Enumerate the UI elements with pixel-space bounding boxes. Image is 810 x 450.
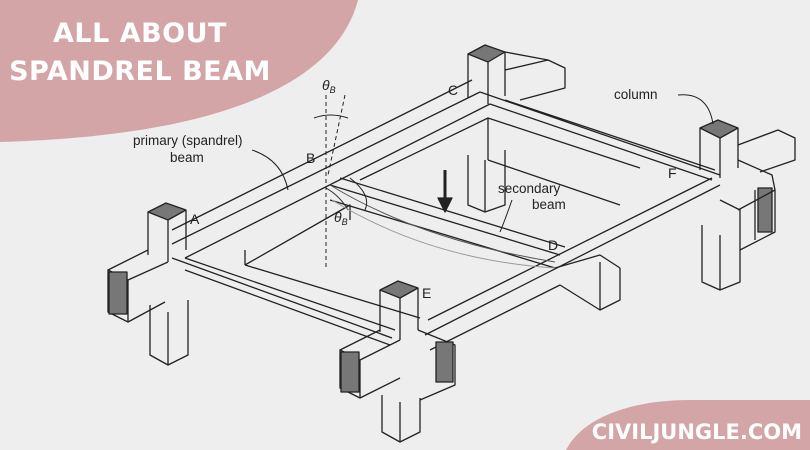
point-label-f: F <box>668 165 677 181</box>
secondary-leader <box>499 199 513 233</box>
primary-beam-label-line1: primary (spandrel) <box>133 133 243 148</box>
brand-watermark: CIVILJUNGLE.COM <box>591 420 802 444</box>
beam-c-f <box>479 91 721 181</box>
load-arrowhead <box>437 197 453 213</box>
theta-label-top: θB <box>322 77 336 95</box>
column-f <box>699 119 796 291</box>
point-label-d: D <box>548 237 558 253</box>
rotation-arc-mid <box>325 187 349 211</box>
inner-bay-1 <box>244 204 421 319</box>
twist-curve <box>349 177 368 211</box>
rotation-arc-top <box>313 114 349 119</box>
inner-bay-2 <box>359 117 641 206</box>
secondary-beam-label-line1: secondary <box>498 181 561 196</box>
primary-leader <box>251 149 289 191</box>
point-label-e: E <box>422 285 431 301</box>
page-title-line-1: ALL ABOUT <box>53 18 227 49</box>
column-c <box>467 44 566 213</box>
brand-banner <box>566 400 810 450</box>
secondary-beam <box>329 177 566 269</box>
theta-label-mid: θB <box>334 209 348 227</box>
secondary-beam-label-line2: beam <box>532 197 566 212</box>
beam-d-ext <box>554 254 621 311</box>
beam-e-f <box>424 177 721 351</box>
page-title-line-2: SPANDREL BEAM <box>9 56 271 87</box>
structure-drawing <box>107 44 796 443</box>
point-label-a: A <box>190 211 200 227</box>
beam-a-e <box>171 257 396 346</box>
column-leader <box>677 94 714 125</box>
column-label: column <box>614 87 658 102</box>
title-banner <box>0 0 358 142</box>
column-a <box>107 202 189 366</box>
column-e <box>339 280 456 443</box>
point-label-c: C <box>448 82 458 98</box>
primary-beam-label-line2: beam <box>170 150 204 165</box>
deflected-shape <box>329 184 556 263</box>
deflected-shape-lower <box>331 199 556 269</box>
point-label-b: B <box>306 150 315 166</box>
